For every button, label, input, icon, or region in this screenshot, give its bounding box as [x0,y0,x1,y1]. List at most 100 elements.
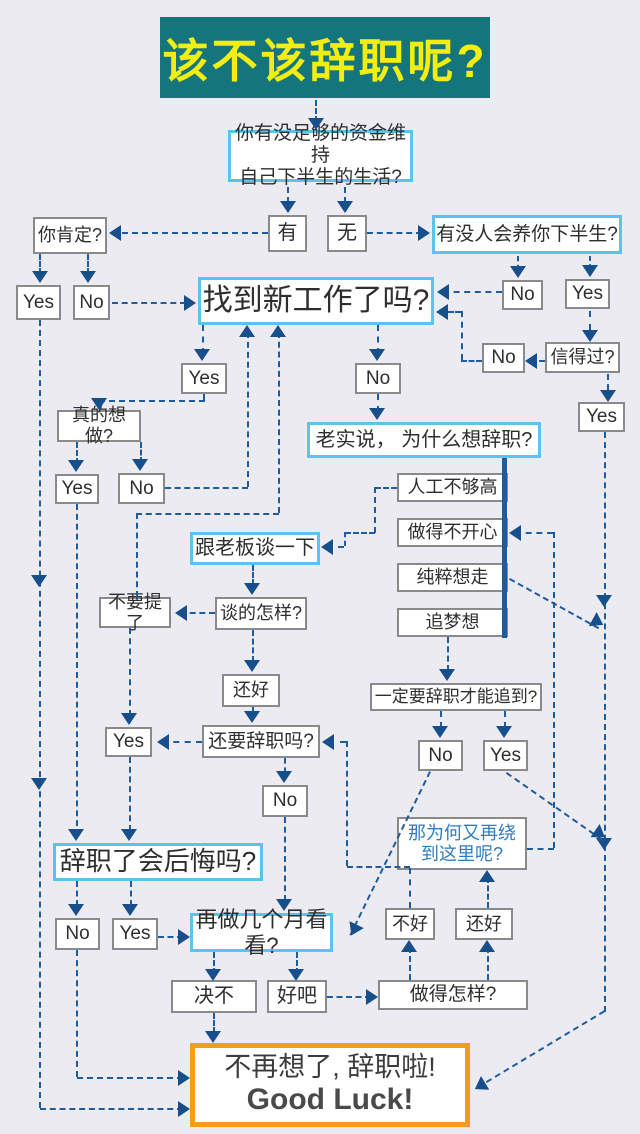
connector [180,612,215,614]
arrowhead [178,1070,190,1086]
arrowhead [80,271,96,283]
node-no-still: No [262,785,308,817]
node-never: 决不 [171,980,257,1013]
connector [327,741,346,743]
node-still-want-quit: 还要辞职吗? [202,725,320,758]
connector [487,947,489,980]
connector [527,848,554,850]
connector [367,232,422,234]
arrowhead [321,539,333,555]
connector [517,256,519,270]
connector [76,442,78,464]
node-no-support: No [502,280,543,310]
node-question-regret: 辞职了会后悔吗? [53,843,263,881]
connector [252,565,254,585]
connector [76,950,78,1077]
arrowhead [596,838,612,850]
arrowhead [308,118,324,130]
arrowhead [121,829,137,841]
connector [284,817,286,901]
connector [296,952,298,974]
node-question-money: 你有没足够的资金维持 自己下半生的生活? [228,123,413,188]
node-no-must: No [418,740,463,771]
arrowhead [205,969,221,981]
node-ok-after-talk: 还好 [222,674,280,707]
arrowhead [194,349,210,361]
node-final-quit: 不再想了, 辞职啦! Good Luck! [190,1043,470,1127]
arrowhead [369,408,385,420]
connector [461,311,463,360]
arrowhead [369,349,385,361]
node-how-did-talk-go: 谈的怎样? [215,597,307,630]
node-final-line1: 不再想了, 辞职啦! [224,1052,436,1083]
arrowhead [437,284,449,300]
arrowhead [32,271,48,283]
arrowhead [418,225,430,241]
connector [284,758,286,773]
node-yes-sure: Yes [16,285,61,320]
node-reason-unhappy: 做得不开心 [397,518,508,547]
node-reason-salary: 人工不够高 [397,473,508,502]
connector [589,256,591,269]
connector [443,291,502,293]
arrowhead [496,726,512,738]
connector [40,1108,183,1110]
connector [129,757,131,831]
node-going-ok: 还好 [455,908,513,940]
arrowhead [510,266,526,278]
connector [287,187,289,203]
arrowhead [276,899,292,911]
arrowhead [184,295,196,311]
node-question-newjob: 找到新工作了吗? [198,277,434,325]
connector [347,866,410,868]
arrowhead [121,713,137,725]
arrowhead [178,1101,190,1117]
arrowhead [525,353,537,369]
arrowhead [244,660,260,672]
node-have: 有 [268,215,307,252]
connector [162,741,202,743]
connector [327,996,371,998]
node-question-trust: 信得过? [545,342,620,373]
arrowhead [244,583,260,595]
arrowhead [280,201,296,213]
connector [377,394,379,412]
node-no-regret: No [55,918,100,950]
arrowhead [239,325,255,337]
connector [202,325,204,354]
node-yes-really: Yes [55,474,99,504]
connector [409,947,411,980]
arrowhead [366,989,378,1005]
connector [112,302,186,304]
connector-spine [502,458,507,638]
connector [344,532,346,546]
connector [99,400,205,402]
connector [213,952,215,974]
node-yes-newjob: Yes [181,363,227,394]
connector [515,532,553,534]
arrowhead [600,390,616,402]
node-reason-leave: 纯粹想走 [397,563,508,592]
node-okay: 好吧 [267,980,327,1013]
arrowhead [322,734,334,750]
arrowhead [479,870,495,882]
connector [247,332,249,487]
arrowhead [31,778,47,790]
connector [326,546,344,548]
connector [76,881,78,906]
arrowhead [337,201,353,213]
connector [504,711,506,728]
connector [112,232,268,234]
node-yes-support: Yes [565,279,610,309]
arrowhead [31,575,47,587]
arrowhead [157,734,169,750]
node-dont-mention: 不要提了 [99,592,171,633]
connector [346,741,348,866]
connector [409,868,411,908]
node-you-sure: 你肯定? [33,217,107,254]
connector [604,432,606,1012]
connector [589,311,591,330]
connector [158,936,183,938]
connector [377,325,379,354]
